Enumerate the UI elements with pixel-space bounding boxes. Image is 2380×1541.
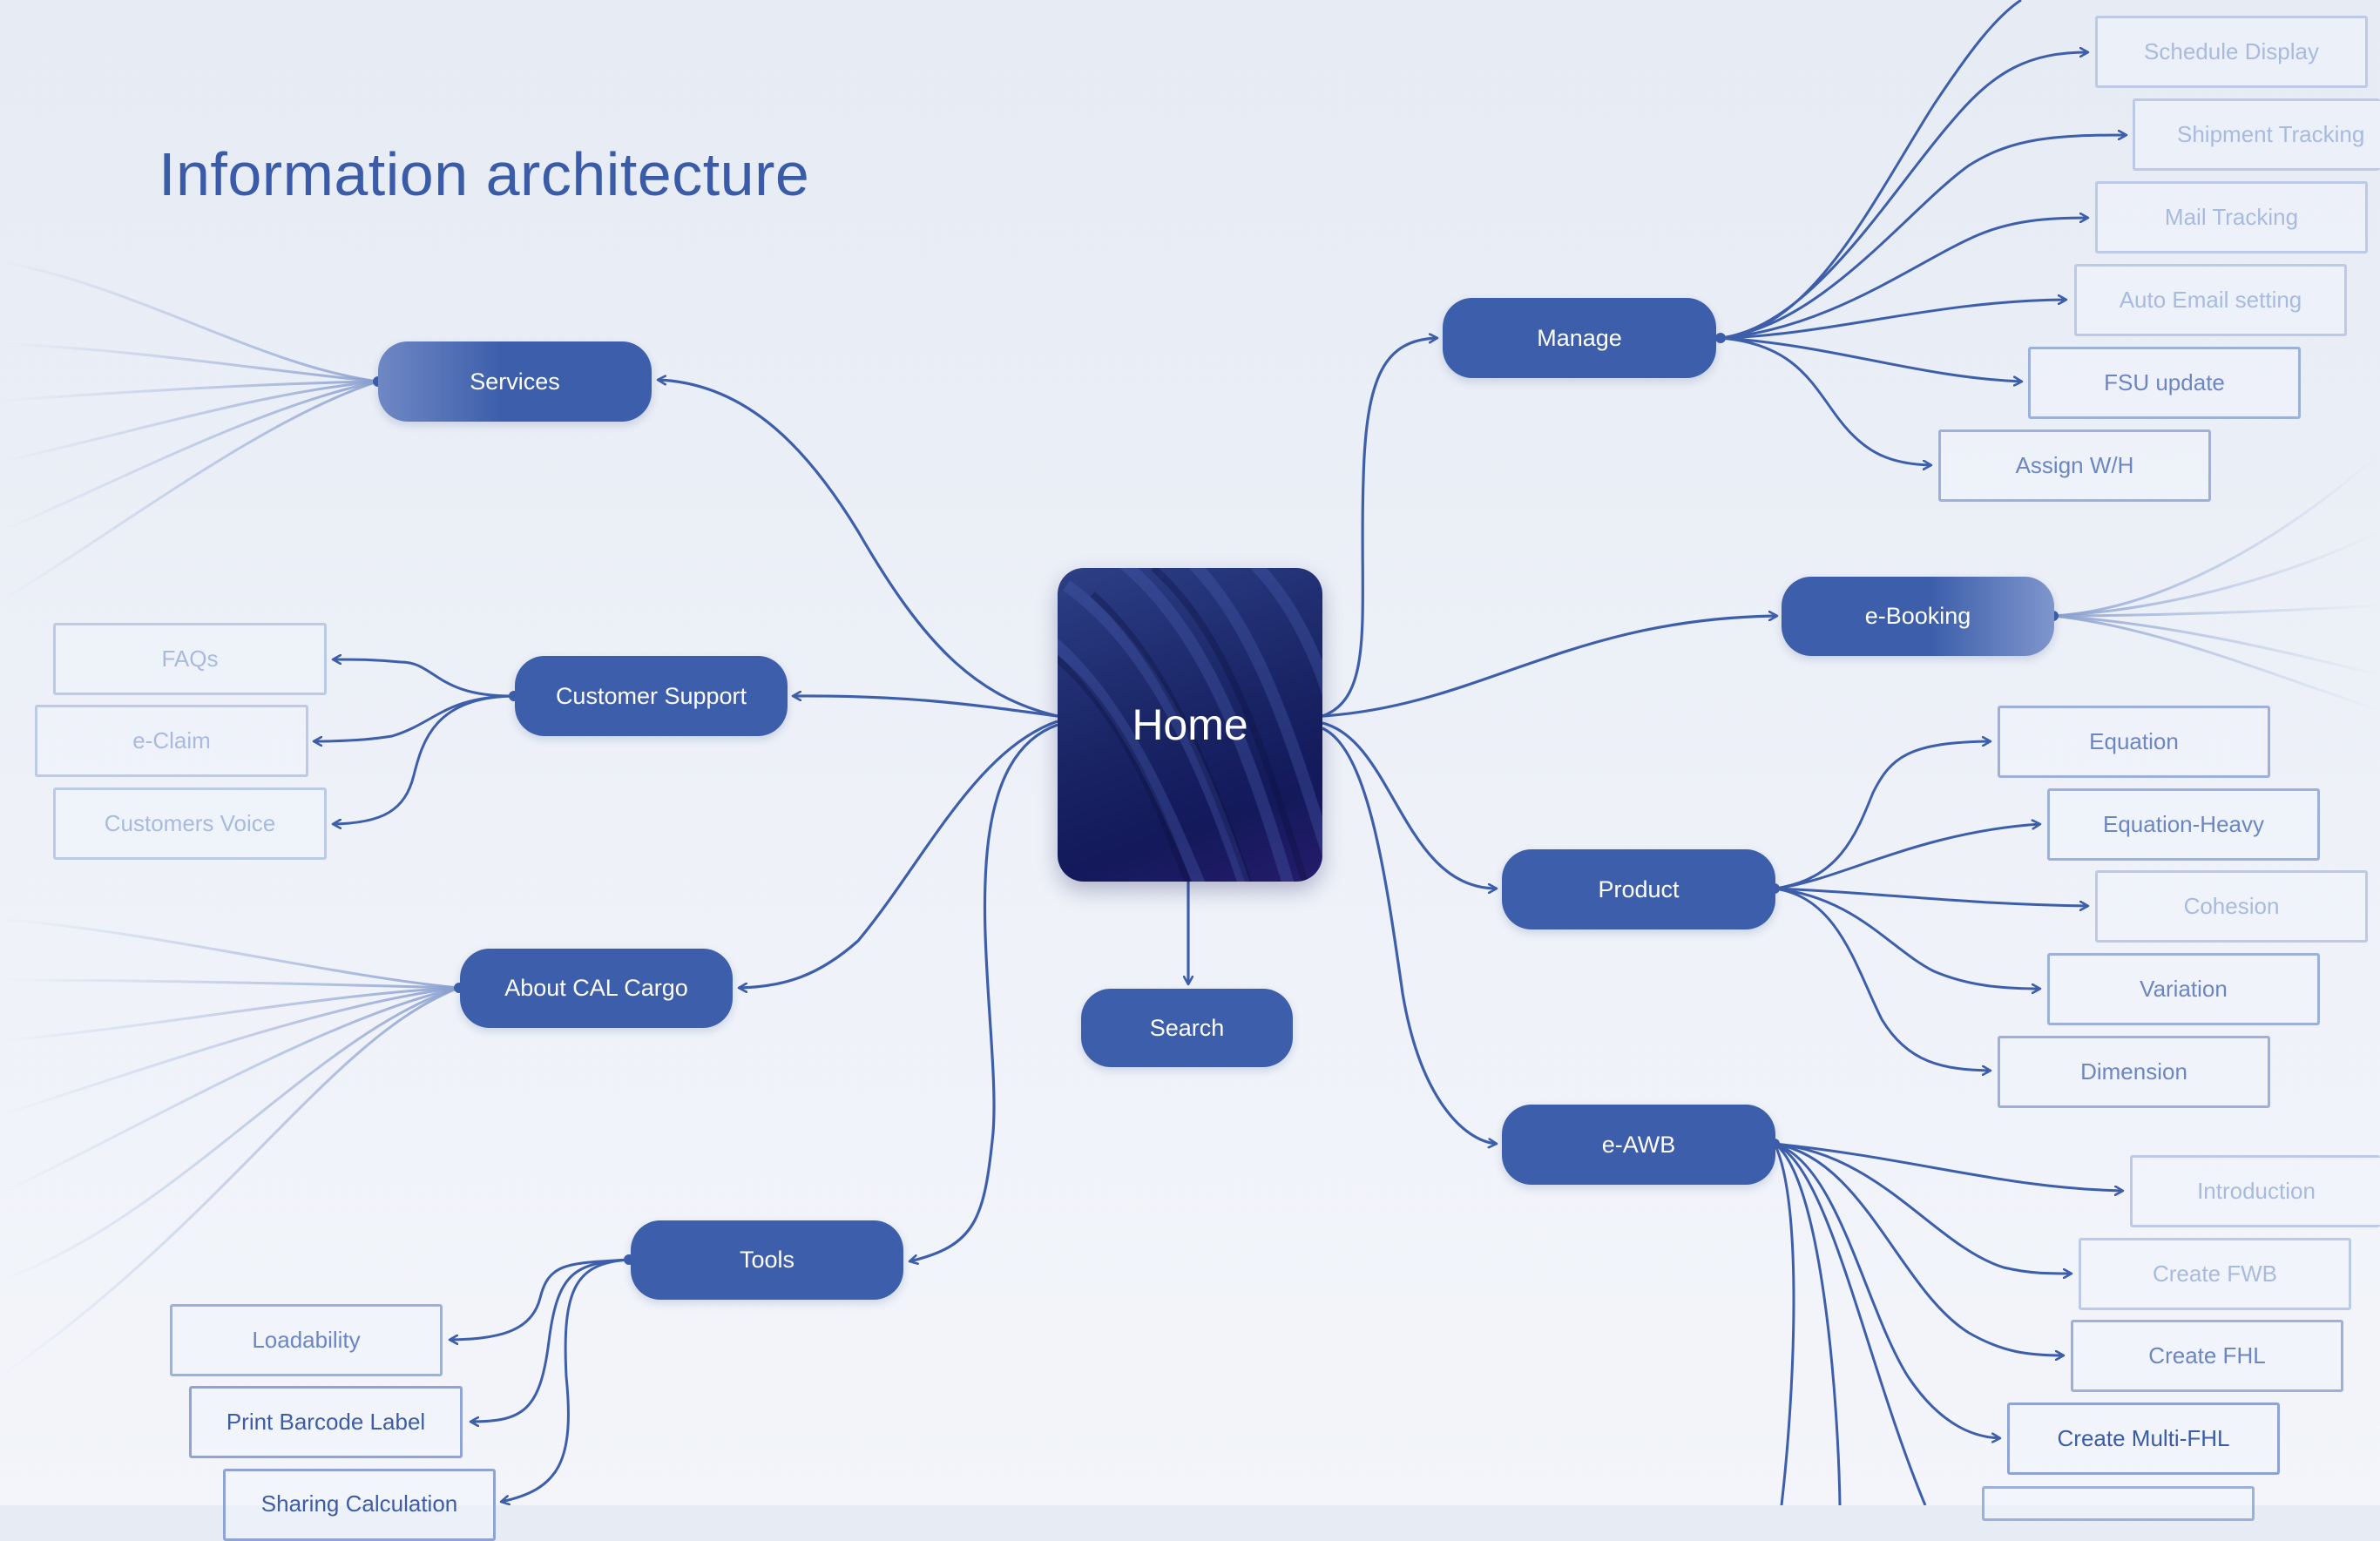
leaf-create-fwb[interactable]: Create FWB <box>2079 1238 2351 1310</box>
tools-node[interactable]: Tools <box>631 1220 903 1300</box>
customer-support-lines <box>314 659 515 824</box>
leaf-customers-voice[interactable]: Customers Voice <box>53 787 327 860</box>
leaf-fsu-update[interactable]: FSU update <box>2028 347 2301 419</box>
e-booking-node[interactable]: e-Booking <box>1782 577 2054 656</box>
leaf-loadability[interactable]: Loadability <box>170 1304 443 1376</box>
leaf-dimension[interactable]: Dimension <box>1998 1036 2270 1108</box>
manage-node[interactable]: Manage <box>1443 298 1716 378</box>
search-node[interactable]: Search <box>1081 989 1293 1067</box>
product-lines <box>1774 741 2088 1071</box>
leaf-variation[interactable]: Variation <box>2047 953 2320 1025</box>
e-awb-node[interactable]: e-AWB <box>1502 1105 1775 1185</box>
home-label: Home <box>1132 700 1248 749</box>
home-branch-lines <box>658 338 1777 1261</box>
leaf-introduction[interactable]: Introduction <box>2130 1155 2380 1227</box>
leaf-auto-email-setting[interactable]: Auto Email setting <box>2074 264 2347 336</box>
leaf-partial-next <box>1982 1486 2255 1521</box>
leaf-create-multi-fhl[interactable]: Create Multi-FHL <box>2007 1402 2280 1475</box>
home-background-pattern <box>1058 568 1322 882</box>
leaf-assign-wh[interactable]: Assign W/H <box>1938 429 2211 502</box>
about-cal-cargo-node[interactable]: About CAL Cargo <box>460 949 733 1028</box>
leaf-create-fhl[interactable]: Create FHL <box>2071 1320 2343 1392</box>
leaf-e-claim[interactable]: e-Claim <box>35 705 308 777</box>
leaf-shipment-tracking[interactable]: Shipment Tracking <box>2133 98 2380 171</box>
leaf-print-barcode-label[interactable]: Print Barcode Label <box>189 1386 463 1458</box>
leaf-equation-heavy[interactable]: Equation-Heavy <box>2047 788 2320 861</box>
leaf-schedule-display[interactable]: Schedule Display <box>2095 16 2368 88</box>
page-title: Information architecture <box>159 140 810 208</box>
tools-lines <box>450 1258 630 1502</box>
customer-support-node[interactable]: Customer Support <box>515 656 788 736</box>
eawb-lines <box>1773 1142 2123 1505</box>
product-node[interactable]: Product <box>1502 849 1775 929</box>
ebooking-fan-lines <box>2052 451 2380 712</box>
home-node[interactable]: Home <box>1058 568 1322 882</box>
leaf-mail-tracking[interactable]: Mail Tracking <box>2095 181 2368 253</box>
manage-lines <box>1720 0 2126 465</box>
services-fan-lines <box>0 260 379 603</box>
leaf-cohesion[interactable]: Cohesion <box>2095 870 2368 943</box>
about-fan-lines <box>0 917 460 1378</box>
leaf-equation[interactable]: Equation <box>1998 706 2270 778</box>
connector-lines <box>0 0 2380 1505</box>
services-node[interactable]: Services <box>378 341 652 422</box>
leaf-faqs[interactable]: FAQs <box>53 623 327 695</box>
